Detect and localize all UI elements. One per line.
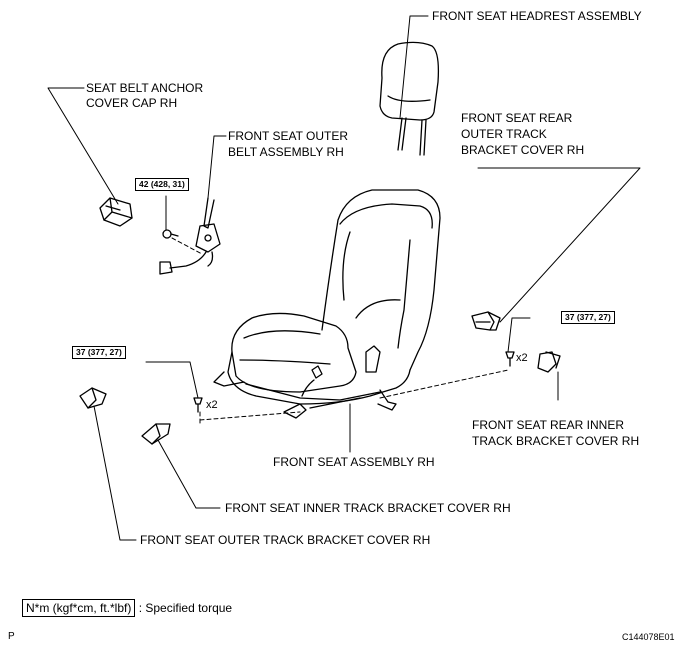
label-rear-outer-line3: BRACKET COVER RH xyxy=(461,143,585,157)
belt-bolt-drawing xyxy=(162,229,179,239)
torque-legend: N*m (kgf*cm, ft.*lbf) : Specified torque xyxy=(22,599,232,617)
rear-inner-cover-drawing xyxy=(537,351,561,373)
corner-code-right: C144078E01 xyxy=(622,632,675,642)
headrest-drawing xyxy=(379,41,440,156)
leader-lines xyxy=(47,15,641,541)
label-seat-assembly: FRONT SEAT ASSEMBLY RH xyxy=(273,455,435,469)
label-outer-belt-line2: BELT ASSEMBLY RH xyxy=(228,145,344,159)
front-bolt-drawing xyxy=(193,397,203,413)
outer-track-cover-drawing xyxy=(79,387,107,409)
label-rear-inner-line2: TRACK BRACKET COVER RH xyxy=(472,434,640,448)
label-anchor-cap-line2: COVER CAP RH xyxy=(86,96,178,110)
rear-bolt-drawing xyxy=(505,351,515,367)
outer-belt-drawing xyxy=(159,197,221,275)
corner-code-left: P xyxy=(8,631,15,642)
anchor-cap-drawing xyxy=(99,197,133,227)
legend-text: : Specified torque xyxy=(138,601,233,615)
multiplier-front: x2 xyxy=(206,399,218,411)
label-inner-track: FRONT SEAT INNER TRACK BRACKET COVER RH xyxy=(225,501,511,515)
seat-drawing xyxy=(213,189,441,419)
legend-unit-box: N*m (kgf*cm, ft.*lbf) xyxy=(22,599,136,617)
label-outer-belt-line1: FRONT SEAT OUTER xyxy=(228,129,349,143)
label-rear-outer-line1: FRONT SEAT REAR xyxy=(461,111,573,125)
torque-rear: 37 (377, 27) xyxy=(561,311,615,324)
label-anchor-cap-line1: SEAT BELT ANCHOR xyxy=(86,81,204,95)
label-headrest: FRONT SEAT HEADREST ASSEMBLY xyxy=(432,9,642,23)
label-outer-track: FRONT SEAT OUTER TRACK BRACKET COVER RH xyxy=(140,533,431,547)
multiplier-rear: x2 xyxy=(516,352,528,364)
torque-belt: 42 (428, 31) xyxy=(135,178,189,191)
label-rear-outer-line2: OUTER TRACK xyxy=(461,127,547,141)
torque-front: 37 (377, 27) xyxy=(72,346,126,359)
rear-outer-cover-drawing xyxy=(471,311,501,331)
inner-track-cover-drawing xyxy=(141,423,171,445)
label-rear-inner-line1: FRONT SEAT REAR INNER xyxy=(472,418,625,432)
